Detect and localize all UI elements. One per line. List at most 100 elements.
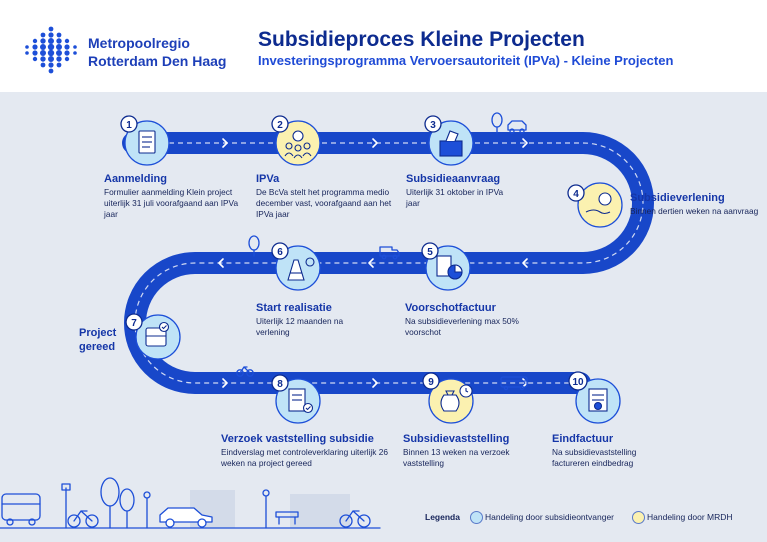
step-7-number: 7 bbox=[131, 318, 137, 329]
step-5-title: Voorschotfactuur bbox=[405, 302, 496, 314]
page-subtitle: Investeringsprogramma Vervoersautoriteit… bbox=[258, 53, 674, 68]
invoice-chart-icon bbox=[436, 255, 463, 280]
step-6-badge bbox=[271, 242, 289, 260]
step-9-body: Binnen 13 weken na verzoek vaststelling bbox=[403, 447, 510, 468]
legend-mrdh-dot bbox=[632, 511, 645, 524]
bicycle-icon bbox=[67, 510, 99, 528]
skyline-illustration bbox=[0, 477, 381, 529]
step-3-body: Uiterlijk 31 oktober in IPVa jaar bbox=[406, 187, 504, 208]
arrow-left-icon bbox=[368, 258, 374, 268]
direction-arrows bbox=[218, 138, 528, 388]
lamp-post-icon bbox=[143, 491, 151, 529]
building-silhouette bbox=[290, 494, 350, 528]
legend-applicant-dot bbox=[470, 511, 483, 524]
form-icon bbox=[138, 130, 156, 154]
step-2-title: IPVa bbox=[256, 173, 280, 185]
money-bag-clock-icon bbox=[440, 384, 473, 412]
step-10-number: 10 bbox=[572, 377, 584, 388]
header: Metropoolregio Rotterdam Den Haag Subsid… bbox=[0, 0, 767, 92]
step-1-node bbox=[120, 115, 170, 166]
process-road-lane bbox=[133, 142, 644, 384]
step-1-badge bbox=[120, 115, 138, 133]
step-2-number: 2 bbox=[277, 120, 283, 131]
step-3-label: Subsidieaanvraag Uiterlijk 31 oktober in… bbox=[406, 172, 511, 209]
step-3-node bbox=[424, 115, 474, 166]
step-1-number: 1 bbox=[126, 120, 132, 131]
arrow-right-icon bbox=[222, 378, 228, 388]
money-hand-icon bbox=[585, 192, 612, 215]
step-2-body: De BcVa stelt het programma medio decemb… bbox=[256, 187, 392, 219]
step-1-title: Aanmelding bbox=[104, 173, 167, 185]
step-9-number: 9 bbox=[428, 377, 434, 388]
car-icon bbox=[159, 507, 213, 528]
step-6-body: Uiterlijk 12 maanden na verlening bbox=[256, 316, 344, 337]
bus-icon bbox=[500, 376, 528, 391]
construction-icon bbox=[287, 257, 315, 281]
step-7-badge bbox=[125, 313, 143, 331]
logo-text: Metropoolregio Rotterdam Den Haag bbox=[88, 34, 226, 70]
ballot-box-icon bbox=[439, 130, 463, 157]
step-4-badge bbox=[567, 184, 585, 202]
step-1-body: Formulier aanmelding Klein project uiter… bbox=[104, 187, 239, 219]
legend-title: Legenda bbox=[425, 512, 460, 522]
tree-icon bbox=[119, 488, 135, 529]
step-6-number: 6 bbox=[277, 247, 283, 258]
step-9-node bbox=[422, 372, 474, 424]
step-5-body: Na subsidieverlening max 50% voorschot bbox=[405, 316, 519, 337]
step-4-title: Subsidieverlening bbox=[630, 192, 725, 204]
step-5-label: Voorschotfactuur Na subsidieverlening ma… bbox=[405, 301, 520, 338]
step-4-circle bbox=[577, 182, 623, 228]
step-10-title: Eindfactuur bbox=[552, 433, 614, 445]
step-9-title: Subsidievaststelling bbox=[403, 433, 510, 445]
arrow-right-icon bbox=[372, 378, 378, 388]
step-8-title: Verzoek vaststelling subsidie bbox=[221, 433, 374, 445]
step-6-label: Start realisatie Uiterlijk 12 maanden na… bbox=[256, 301, 366, 338]
step-6-title: Start realisatie bbox=[256, 302, 332, 314]
step-10-label: Eindfactuur Na subsidievaststelling fact… bbox=[552, 432, 662, 469]
step-4-label: Subsidieverlening Binnen dertien weken n… bbox=[630, 191, 760, 217]
step-2-node bbox=[271, 115, 321, 166]
step-1-label: Aanmelding Formulier aanmelding Klein pr… bbox=[104, 172, 244, 220]
final-invoice-icon bbox=[588, 388, 608, 412]
step-3-badge bbox=[424, 115, 442, 133]
step-8-badge bbox=[271, 374, 289, 392]
step-7-label: Project gereed bbox=[79, 326, 127, 355]
page-title: Subsidieproces Kleine Projecten bbox=[258, 28, 585, 51]
tree-icon bbox=[491, 112, 503, 134]
bus-icon bbox=[1, 493, 41, 526]
step-4-body: Binnen dertien weken na aanvraag bbox=[630, 206, 759, 216]
arrow-left-icon bbox=[218, 258, 224, 268]
step-8-label: Verzoek vaststelling subsidie Eindversla… bbox=[221, 432, 391, 469]
step-10-node bbox=[568, 371, 621, 424]
logo-line-2: Rotterdam Den Haag bbox=[88, 53, 227, 69]
bicycle-icon bbox=[339, 510, 371, 528]
step-6-node bbox=[271, 242, 321, 291]
step-10-body: Na subsidievaststelling factureren eindb… bbox=[552, 447, 637, 468]
arrow-right-icon bbox=[522, 138, 528, 148]
tree-icon bbox=[248, 235, 260, 257]
logo-dots-icon bbox=[25, 26, 77, 74]
step-10-badge bbox=[568, 371, 588, 391]
step-5-number: 5 bbox=[427, 247, 433, 258]
tree-icon bbox=[100, 477, 120, 529]
step-5-node bbox=[421, 242, 471, 291]
step-3-title: Subsidieaanvraag bbox=[406, 173, 501, 185]
arrow-right-icon bbox=[222, 138, 228, 148]
legend-mrdh-label: Handeling door MRDH bbox=[647, 512, 733, 522]
step-9-label: Subsidievaststelling Binnen 13 weken na … bbox=[403, 432, 521, 469]
step-8-node bbox=[271, 374, 321, 424]
step-2-badge bbox=[271, 115, 289, 133]
car-icon bbox=[507, 120, 527, 134]
van-icon bbox=[379, 246, 400, 260]
report-icon bbox=[288, 388, 314, 414]
step-8-number: 8 bbox=[277, 379, 283, 390]
legend-applicant-label: Handeling door subsidieontvanger bbox=[485, 512, 615, 522]
step-7-node bbox=[125, 313, 181, 360]
arrow-left-icon bbox=[522, 258, 528, 268]
bench-icon bbox=[275, 511, 299, 525]
step-4-number: 4 bbox=[573, 189, 579, 200]
step-8-body: Eindverslag met controleverklaring uiter… bbox=[221, 447, 388, 468]
bicycle-icon bbox=[236, 366, 254, 377]
step-4-node bbox=[567, 182, 623, 228]
